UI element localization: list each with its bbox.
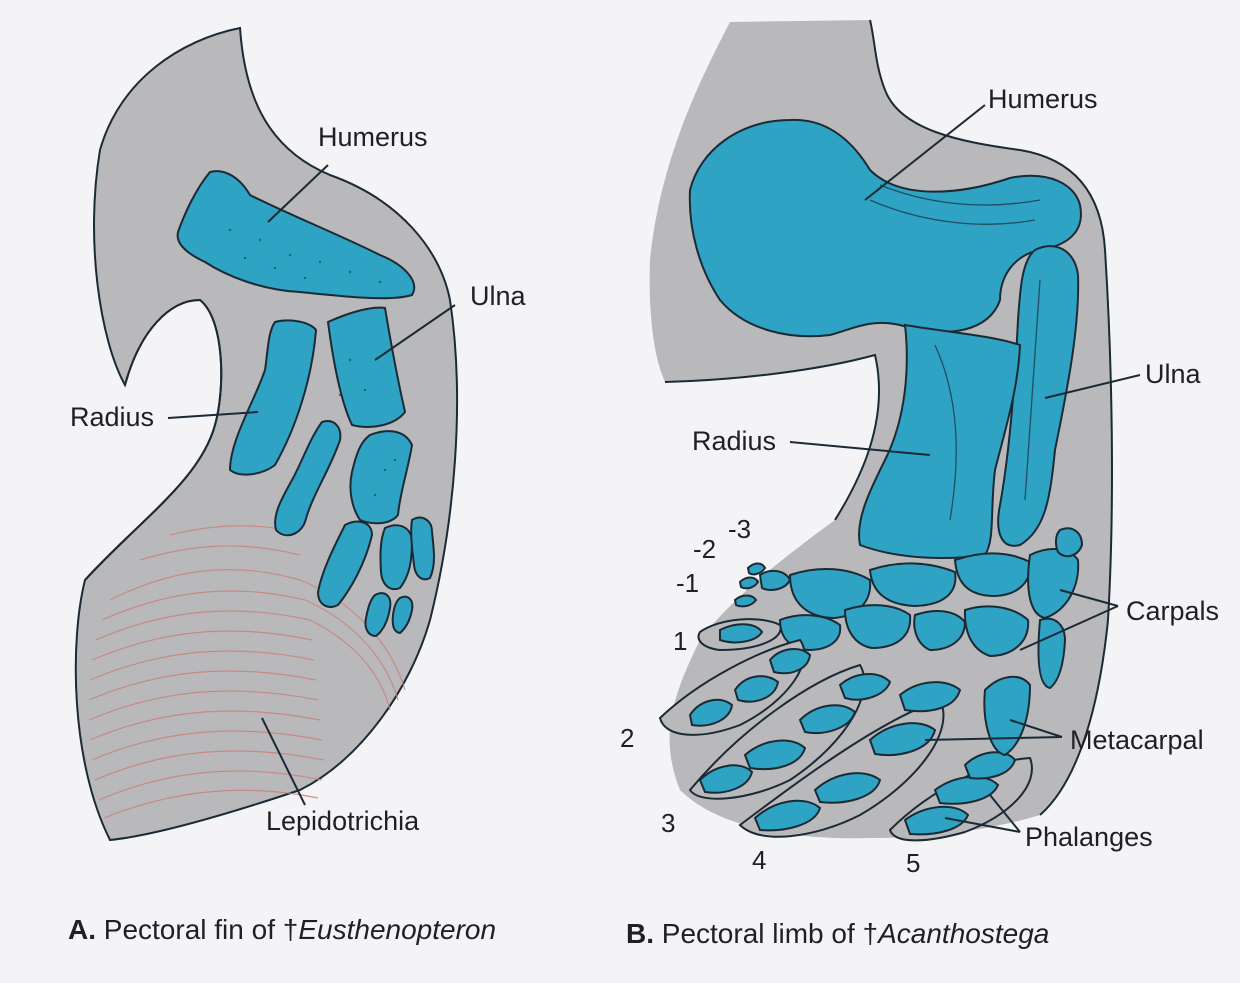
label-metacarpal: Metacarpal [1070, 727, 1204, 754]
label-radius-a: Radius [70, 404, 154, 431]
digit-number-5: 5 [906, 850, 920, 876]
caption-b-letter: B. [626, 918, 654, 949]
caption-a-letter: A. [68, 914, 96, 945]
caption-panel-b: B. Pectoral limb of †Acanthostega [626, 918, 1049, 950]
panel-a-radial-6-bone [411, 518, 434, 580]
label-ulna-a: Ulna [470, 283, 526, 310]
digit-number-4: 4 [752, 847, 766, 873]
caption-a-text: Pectoral fin of † [104, 914, 299, 945]
label-radius-b: Radius [692, 428, 776, 455]
label-humerus-b: Humerus [988, 86, 1098, 113]
digit-number-1: 1 [673, 628, 687, 654]
caption-a-taxon: Eusthenopteron [298, 914, 496, 945]
digit-number-minus-2: -2 [693, 536, 716, 562]
caption-b-taxon: Acanthostega [878, 918, 1049, 949]
label-phalanges: Phalanges [1025, 824, 1153, 851]
digit-number-minus-1: -1 [676, 570, 699, 596]
digit-number-minus-3: -3 [728, 516, 751, 542]
label-lepidotrichia: Lepidotrichia [266, 808, 419, 835]
label-humerus-a: Humerus [318, 124, 428, 151]
caption-panel-a: A. Pectoral fin of †Eusthenopteron [68, 914, 496, 946]
label-carpals: Carpals [1126, 598, 1219, 625]
label-ulna-b: Ulna [1145, 361, 1201, 388]
caption-b-text: Pectoral limb of † [662, 918, 878, 949]
digit-number-3: 3 [661, 810, 675, 836]
digit-number-2: 2 [620, 725, 634, 751]
